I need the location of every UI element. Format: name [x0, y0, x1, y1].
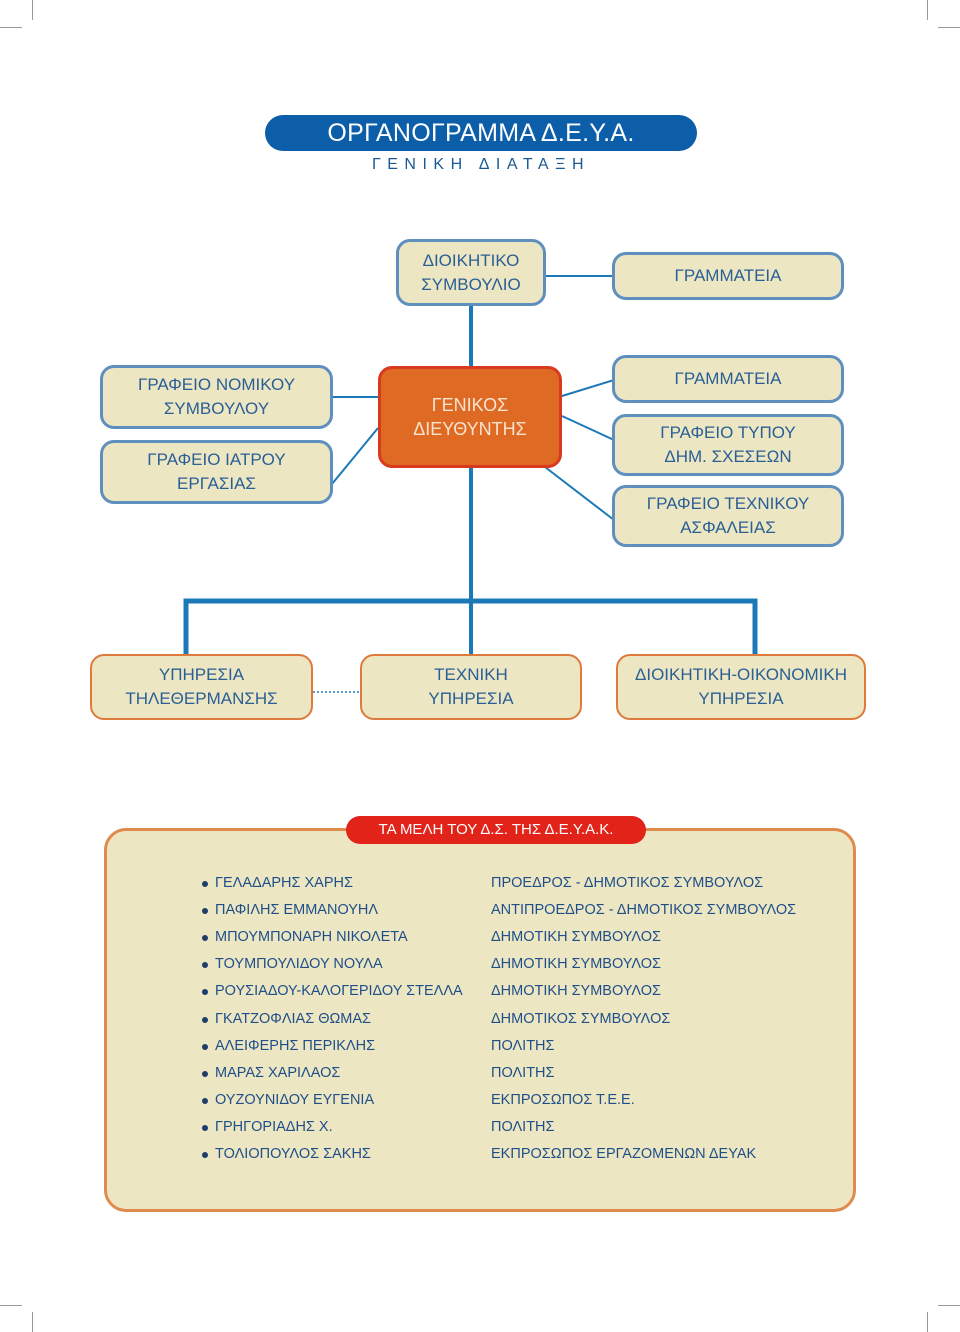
member-row: ΓΚΑΤΖΟΦΛΙΑΣ ΘΩΜΑΣ ΔΗΜΟΤΙΚΟΣ ΣΥΜΒΟΥΛΟΣ	[202, 1006, 822, 1033]
board-label: ΔΙΟΙΚΗΤΙΚΟ ΣΥΜΒΟΥΛΙΟ	[421, 250, 521, 294]
member-row: ΡΟΥΣΙΑΔΟΥ-ΚΑΛΟΓΕΡΙΔΟΥ ΣΤΕΛΛΑ ΔΗΜΟΤΙΚΗ ΣΥΜ…	[202, 978, 822, 1005]
director-secretariat-node: ΓΡΑΜΜΑΤΕΙΑ	[612, 355, 844, 403]
technical-service-label: ΤΕΧΝΙΚΗ ΥΠΗΡΕΣΙΑ	[428, 665, 514, 708]
member-name: ΓΚΑΤΖΟΦΛΙΑΣ ΘΩΜΑΣ	[215, 1010, 372, 1027]
doctor-office-label: ΓΡΑΦΕΙΟ ΙΑΤΡΟΥ ΕΡΓΑΣΙΑΣ	[147, 450, 286, 493]
members-panel	[104, 828, 856, 1212]
bullet-icon	[202, 1152, 208, 1158]
heating-service-node: ΥΠΗΡΕΣΙΑ ΤΗΛΕΘΕΡΜΑΝΣΗΣ	[90, 654, 313, 720]
safety-office-node: ΓΡΑΦΕΙΟ ΤΕΧΝΙΚΟΥ ΑΣΦΑΛΕΙΑΣ	[612, 485, 844, 547]
connector-doctor-office	[331, 427, 379, 485]
legal-office-node: ΓΡΑΦΕΙΟ ΝΟΜΙΚΟΥ ΣΥΜΒΟΥΛΟΥ	[100, 365, 333, 429]
member-name: ΤΟΛΙΟΠΟΥΛΟΣ ΣΑΚΗΣ	[215, 1146, 371, 1162]
member-name: ΜΠΟΥΜΠΟΝΑΡΗ ΝΙΚΟΛΕΤΑ	[215, 929, 408, 946]
member-role: ΔΗΜΟΤΙΚΗ ΣΥΜΒΟΥΛΟΣ	[491, 929, 661, 946]
member-name: ΜΑΡΑΣ ΧΑΡΙΛΑΟΣ	[215, 1064, 341, 1081]
bullet-icon	[202, 1016, 208, 1023]
board-node: ΔΙΟΙΚΗΤΙΚΟ ΣΥΜΒΟΥΛΙΟ	[396, 239, 546, 306]
crop-mark	[927, 0, 928, 20]
member-name: ΠΑΦΙΛΗΣ ΕΜΜΑΝΟΥΗΛ	[215, 902, 379, 919]
board-secretariat-node: ΓΡΑΜΜΑΤΕΙΑ	[612, 252, 844, 300]
member-row: ΜΠΟΥΜΠΟΝΑΡΗ ΝΙΚΟΛΕΤΑ ΔΗΜΟΤΙΚΗ ΣΥΜΒΟΥΛΟΣ	[202, 924, 822, 951]
bullet-icon	[202, 1043, 208, 1050]
bullet-icon	[202, 1124, 208, 1131]
member-row: ΟΥΖΟΥΝΙΔΟΥ ΕΥΓΕΝΙΑ ΕΚΠΡΟΣΩΠΟΣ Τ.Ε.Ε.	[202, 1087, 822, 1114]
connector-director-secretariat	[561, 379, 615, 397]
member-name: ΓΡΗΓΟΡΙΑΔΗΣ Χ.	[215, 1118, 333, 1135]
general-director-label: ΓΕΝΙΚΟΣ ΔΙΕΥΘΥΝΤΗΣ	[413, 395, 527, 439]
member-name: ΓΕΛΑΔΑΡΗΣ ΧΑΡΗΣ	[215, 875, 353, 891]
bullet-icon	[202, 962, 208, 969]
member-row: ΤΟΥΜΠΟΥΛΙΔΟΥ ΝΟΥΛΑ ΔΗΜΟΤΙΚΗ ΣΥΜΒΟΥΛΟΣ	[202, 951, 822, 978]
crop-mark	[0, 1305, 22, 1306]
chart-title: ΟΡΓΑΝΟΓΡΑΜΜΑ Δ.Ε.Υ.Α. ΚΟΖΑΝΗΣ	[265, 115, 697, 183]
crop-mark	[0, 27, 22, 28]
safety-office-label: ΓΡΑΦΕΙΟ ΤΕΧΝΙΚΟΥ ΑΣΦΑΛΕΙΑΣ	[646, 494, 810, 537]
press-office-node: ΓΡΑΦΕΙΟ ΤΥΠΟΥ ΔΗΜ. ΣΧΕΣΕΩΝ	[612, 414, 844, 476]
technical-service-node: ΤΕΧΝΙΚΗ ΥΠΗΡΕΣΙΑ	[360, 654, 582, 720]
member-role: ΠΟΛΙΤΗΣ	[491, 1118, 555, 1135]
member-name: ΑΛΕΙΦΕΡΗΣ ΠΕΡΙΚΛΗΣ	[215, 1037, 376, 1054]
member-role: ΔΗΜΟΤΙΚΟΣ ΣΥΜΒΟΥΛΟΣ	[491, 1010, 671, 1027]
connector-press-office	[561, 415, 615, 441]
crop-mark	[927, 1312, 928, 1332]
member-name: ΟΥΖΟΥΝΙΔΟΥ ΕΥΓΕΝΙΑ	[215, 1091, 375, 1108]
connector-safety-office	[544, 466, 615, 521]
member-row: ΓΕΛΑΔΑΡΗΣ ΧΑΡΗΣ ΠΡΟΕΔΡΟΣ - ΔΗΜΟΤΙΚΟΣ ΣΥΜΒ…	[202, 870, 822, 897]
member-row: ΠΑΦΙΛΗΣ ΕΜΜΑΝΟΥΗΛ ΑΝΤΙΠΡΟΕΔΡΟΣ - ΔΗΜΟΤΙΚΟ…	[202, 897, 822, 924]
member-row: ΓΡΗΓΟΡΙΑΔΗΣ Χ. ΠΟΛΙΤΗΣ	[202, 1114, 822, 1141]
bullet-icon	[202, 1070, 208, 1077]
admin-finance-service-label: ΔΙΟΙΚΗΤΙΚΗ-ΟΙΚΟΝΟΜΙΚΗ ΥΠΗΡΕΣΙΑ	[634, 665, 847, 708]
bullet-icon	[202, 935, 208, 942]
crop-mark	[32, 1312, 33, 1332]
crop-mark	[938, 27, 960, 28]
crop-mark	[32, 0, 33, 20]
chart-subtitle: ΓΕΝΙΚΗ ΔΙΑΤΑΞΗ	[371, 156, 591, 173]
doctor-office-node: ΓΡΑΦΕΙΟ ΙΑΤΡΟΥ ΕΡΓΑΣΙΑΣ	[100, 440, 333, 504]
director-secretariat-label: ΓΡΑΜΜΑΤΕΙΑ	[674, 369, 782, 388]
bullet-icon	[202, 1097, 208, 1104]
member-row: ΜΑΡΑΣ ΧΑΡΙΛΑΟΣ ΠΟΛΙΤΗΣ	[202, 1060, 822, 1087]
press-office-label: ΓΡΑΦΕΙΟ ΤΥΠΟΥ ΔΗΜ. ΣΧΕΣΕΩΝ	[660, 423, 796, 466]
admin-finance-service-node: ΔΙΟΙΚΗΤΙΚΗ-ΟΙΚΟΝΟΜΙΚΗ ΥΠΗΡΕΣΙΑ	[616, 654, 866, 720]
heating-service-label: ΥΠΗΡΕΣΙΑ ΤΗΛΕΘΕΡΜΑΝΣΗΣ	[125, 665, 278, 708]
legal-office-label: ΓΡΑΦΕΙΟ ΝΟΜΙΚΟΥ ΣΥΜΒΟΥΛΟΥ	[137, 375, 296, 418]
member-name: ΤΟΥΜΠΟΥΛΙΔΟΥ ΝΟΥΛΑ	[215, 956, 383, 973]
member-row: ΤΟΛΙΟΠΟΥΛΟΣ ΣΑΚΗΣ ΕΚΠΡΟΣΩΠΟΣ ΕΡΓΑΖΟΜΕΝΩΝ …	[202, 1141, 822, 1168]
connector-services-bar	[183, 598, 758, 656]
crop-mark	[938, 1305, 960, 1306]
member-name: ΡΟΥΣΙΑΔΟΥ-ΚΑΛΟΓΕΡΙΔΟΥ ΣΤΕΛΛΑ	[215, 983, 463, 1000]
member-role: ΔΗΜΟΤΙΚΗ ΣΥΜΒΟΥΛΟΣ	[491, 956, 661, 973]
member-role: ΔΗΜΟΤΙΚΗ ΣΥΜΒΟΥΛΟΣ	[491, 983, 661, 1000]
member-role: ΕΚΠΡΟΣΩΠΟΣ Τ.Ε.Ε.	[491, 1091, 635, 1108]
bullet-icon	[202, 989, 208, 996]
bullet-icon	[202, 881, 208, 887]
general-director-node: ΓΕΝΙΚΟΣ ΔΙΕΥΘΥΝΤΗΣ	[378, 366, 562, 468]
member-role: ΑΝΤΙΠΡΟΕΔΡΟΣ - ΔΗΜΟΤΙΚΟΣ ΣΥΜΒΟΥΛΟΣ	[491, 902, 797, 919]
member-row: ΑΛΕΙΦΕΡΗΣ ΠΕΡΙΚΛΗΣ ΠΟΛΙΤΗΣ	[202, 1033, 822, 1060]
member-role: ΠΡΟΕΔΡΟΣ - ΔΗΜΟΤΙΚΟΣ ΣΥΜΒΟΥΛΟΣ	[491, 875, 764, 891]
member-role: ΠΟΛΙΤΗΣ	[491, 1064, 555, 1081]
board-secretariat-label: ΓΡΑΜΜΑΤΕΙΑ	[674, 266, 782, 285]
members-title: ΤΑ ΜΕΛΗ ΤΟΥ Δ.Σ. ΤΗΣ Δ.Ε.Υ.Α.Κ.	[346, 816, 646, 844]
bullet-icon	[202, 908, 208, 915]
member-role: ΠΟΛΙΤΗΣ	[491, 1037, 555, 1054]
member-role: ΕΚΠΡΟΣΩΠΟΣ ΕΡΓΑΖΟΜΕΝΩΝ ΔΕΥΑΚ	[491, 1146, 757, 1162]
